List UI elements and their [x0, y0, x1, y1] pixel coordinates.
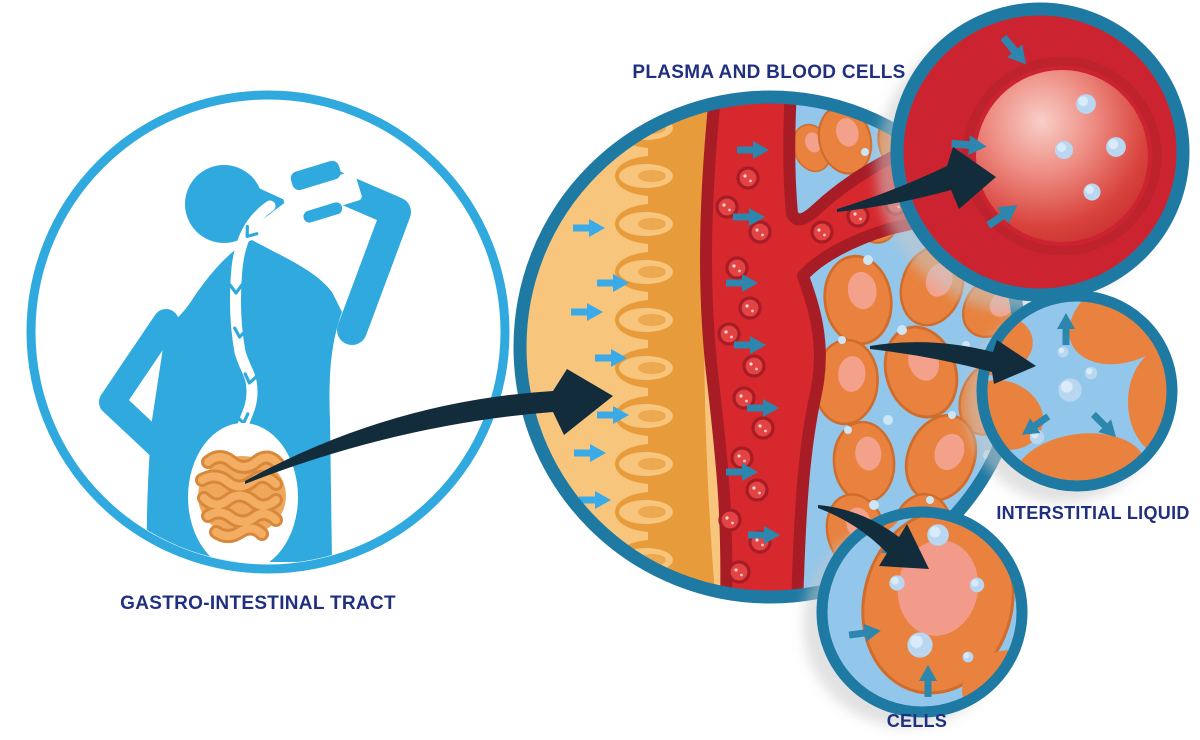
arrow-tissue-to-interstitial — [870, 340, 1036, 384]
drinking-person-silhouette — [99, 160, 411, 564]
label-interstitial-liquid: INTERSTITIAL LIQUID — [996, 503, 1190, 523]
label-cells: CELLS — [886, 711, 948, 731]
gastro-circle — [26, 90, 510, 574]
interstitial-circle-ring — [976, 290, 1178, 492]
gastro-circle-ring — [26, 90, 510, 574]
label-plasma-and-blood-cells: PLASMA AND BLOOD CELLS — [632, 62, 906, 83]
villi-wall — [615, 103, 716, 591]
interstitial-closeup-circle — [965, 290, 1178, 503]
flow-arrows — [245, 147, 1036, 569]
blood-cell-closeup-circle — [876, 2, 1190, 312]
arrow-tissue-to-cells — [818, 505, 929, 569]
cell-depression-ring — [962, 56, 1162, 256]
water-bottle — [282, 160, 362, 223]
blood-cell-circle-ring — [890, 2, 1190, 302]
arrow-vessel-to-blood-cell — [837, 147, 996, 212]
cells-circle-ring — [816, 506, 1028, 718]
esophagus — [230, 200, 276, 444]
person-head — [185, 165, 263, 243]
person-akimbo-arm — [99, 309, 191, 477]
label-gastro-intestinal-tract: GASTRO-INTESTINAL TRACT — [120, 593, 396, 614]
arrow-gi-to-lumen — [245, 369, 613, 484]
